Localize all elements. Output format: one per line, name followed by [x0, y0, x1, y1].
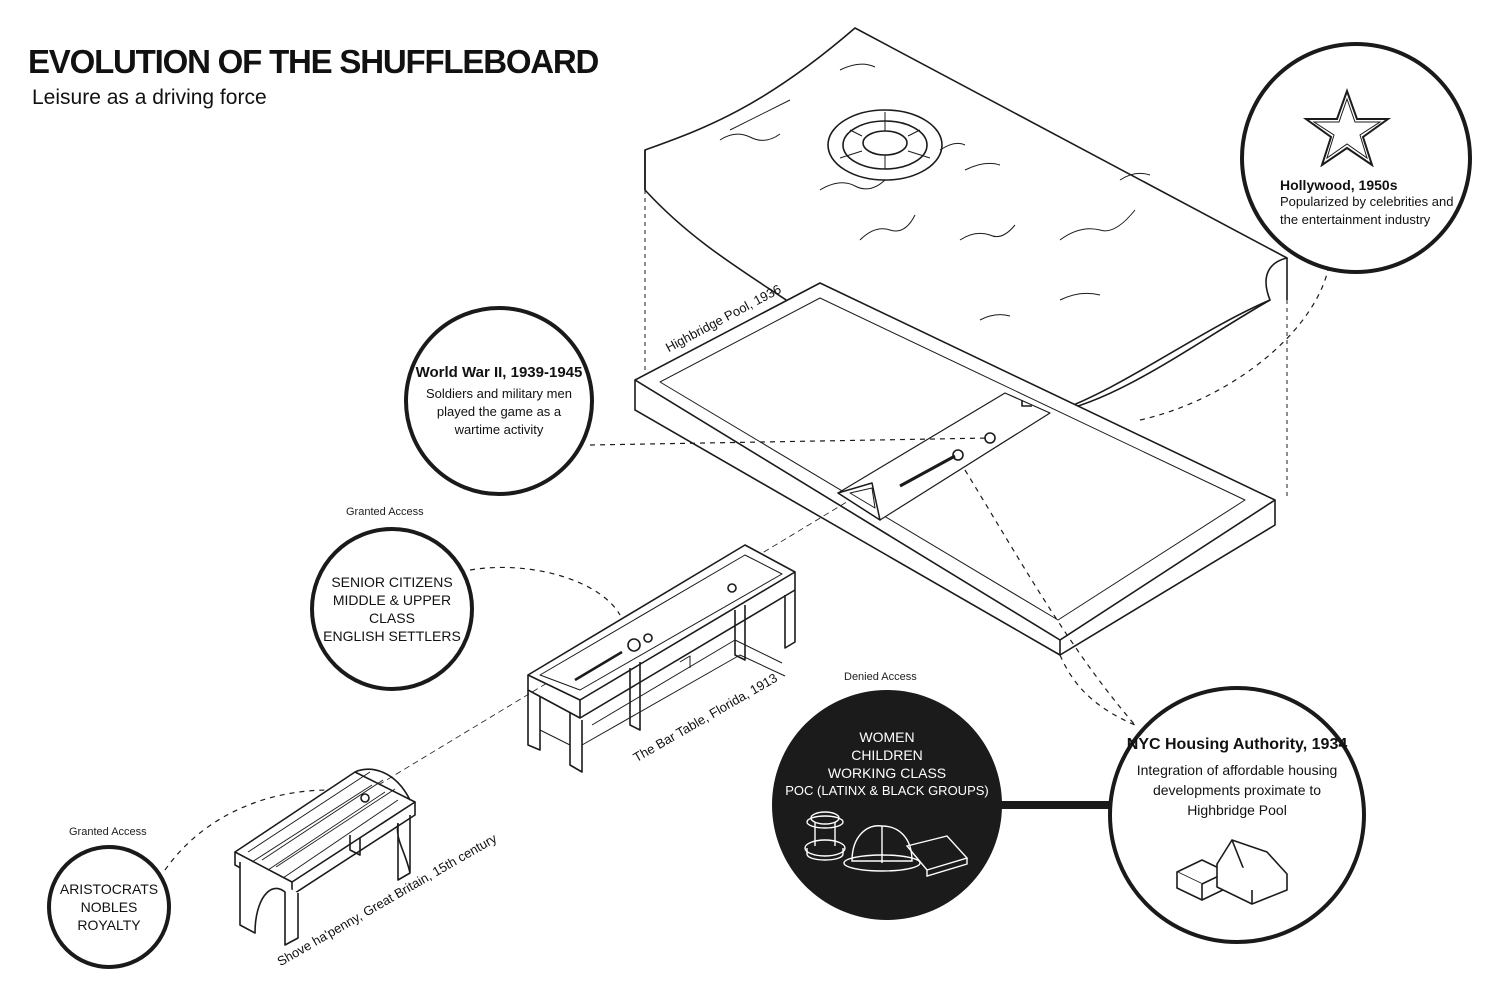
nycha-heading: NYC Housing Authority, 1934: [1126, 736, 1348, 753]
denied-access-label: Denied Access: [844, 671, 917, 683]
shove-hapenny-table-illustration: [234, 768, 416, 946]
wwii-heading: World War II, 1939-1945: [415, 363, 583, 381]
denied-line-4: POC (LATINX & BLACK GROUPS): [785, 783, 989, 798]
spool-helmet-book-icon: [804, 811, 969, 877]
wwii-body-1: Soldiers and military men: [426, 385, 572, 401]
nycha-circle: NYC Housing Authority, 1934 Integration …: [1108, 686, 1366, 944]
wwii-circle: World War II, 1939-1945 Soldiers and mil…: [404, 306, 594, 496]
hollywood-body-2: the entertainment industry: [1280, 212, 1431, 227]
house-icon: [1176, 839, 1288, 905]
aristocrats-line-2: NOBLES: [80, 899, 138, 915]
senior-line-3: ENGLISH SETTLERS: [323, 628, 461, 644]
bar-table-illustration: [527, 544, 796, 773]
page-title: EVOLUTION OF THE SHUFFLEBOARD: [28, 43, 599, 80]
denied-line-2: CHILDREN: [851, 747, 923, 763]
aristocrats-circle: ARISTOCRATS NOBLES ROYALTY: [47, 845, 171, 969]
denied-line-3: WORKING CLASS: [827, 765, 947, 781]
aristocrats-line-3: ROYALTY: [77, 917, 141, 933]
nycha-body-3: Highbridge Pool: [1187, 802, 1287, 818]
denied-line-1: WOMEN: [859, 729, 915, 745]
senior-line-2: MIDDLE & UPPER CLASS: [332, 592, 452, 626]
senior-line-1: SENIOR CITIZENS: [331, 574, 453, 590]
wwii-body-2: played the game as a: [436, 403, 562, 419]
senior-circle: SENIOR CITIZENS MIDDLE & UPPER CLASS ENG…: [310, 527, 474, 691]
denied-circle: WOMEN CHILDREN WORKING CLASS POC (LATINX…: [772, 690, 1002, 920]
hollywood-circle: Hollywood, 1950s Popularized by celebrit…: [1240, 42, 1472, 274]
life-ring-icon: [827, 109, 943, 181]
nycha-body-2: developments proximate to: [1152, 782, 1322, 798]
aristocrats-line-1: ARISTOCRATS: [59, 881, 159, 897]
nycha-body-1: Integration of affordable housing: [1136, 762, 1338, 778]
star-icon: [1302, 88, 1392, 167]
page-subtitle: Leisure as a driving force: [32, 86, 267, 109]
highbridge-pool-basin: [634, 282, 1276, 656]
pool-water-slab: [644, 27, 1288, 413]
leader-lines: [164, 259, 1331, 871]
aristocrats-access-label: Granted Access: [69, 826, 147, 838]
senior-access-label: Granted Access: [346, 506, 424, 518]
projection-lines: [644, 190, 1288, 630]
hollywood-heading: Hollywood, 1950s: [1280, 177, 1398, 193]
hollywood-body-1: Popularized by celebrities and: [1280, 194, 1454, 209]
wwii-body-3: wartime activity: [454, 421, 544, 437]
